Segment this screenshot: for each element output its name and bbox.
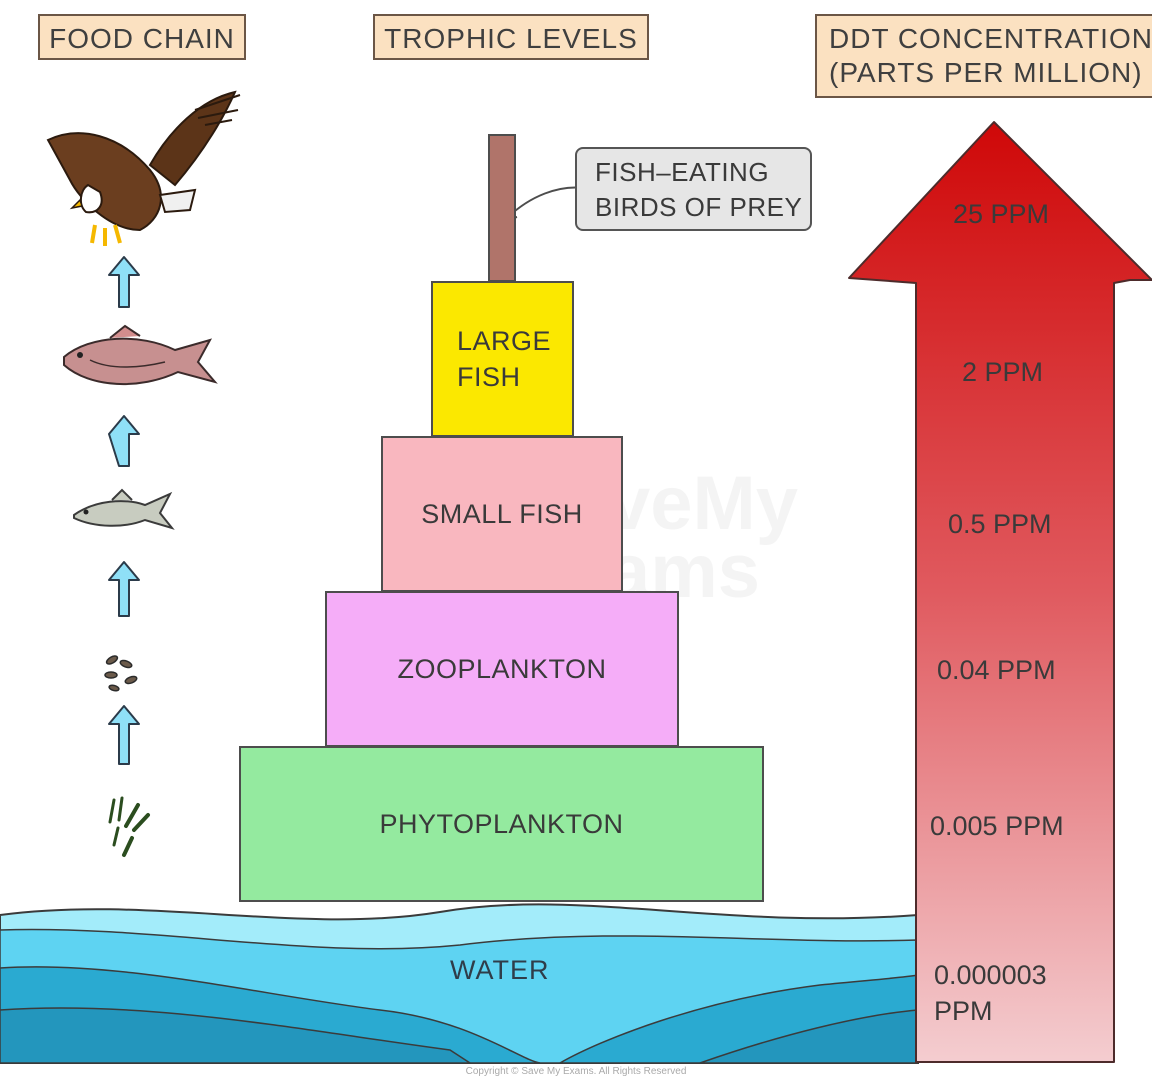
up-arrow-icon — [108, 705, 140, 765]
callout-line1: FISH–EATING — [595, 157, 770, 187]
ddt-level-small-fish: 0.5 PPM — [948, 509, 1052, 539]
ddt-level-birds: 25 PPM — [953, 199, 1050, 229]
tier-phytoplankton: PHYTOPLANKTON — [239, 746, 764, 902]
copyright-notice: Copyright © Save My Exams. All Rights Re… — [465, 1066, 687, 1077]
zooplankton-icon — [104, 655, 138, 692]
ddt-header-line1: DDT CONCENTRATION — [829, 23, 1152, 54]
large-fish-label-line2: FISH — [457, 362, 521, 392]
water — [0, 903, 919, 1064]
up-arrow-icon — [108, 415, 140, 467]
eagle-icon — [46, 90, 241, 246]
small-fish-icon — [73, 488, 175, 530]
up-arrow-icon — [108, 561, 140, 617]
food-chain-arrows — [108, 256, 140, 765]
up-arrow-icon — [108, 256, 140, 308]
tier-large-fish: LARGE FISH — [431, 281, 574, 437]
water-label: WATER — [450, 955, 550, 985]
food-chain-header: FOOD CHAIN — [38, 14, 246, 60]
ddt-concentration-arrow — [848, 121, 1152, 1063]
large-fish-label-line1: LARGE — [457, 325, 552, 356]
large-fish-icon — [63, 324, 218, 386]
trophic-levels-header: TROPHIC LEVELS — [373, 14, 649, 60]
zooplankton-label: ZOOPLANKTON — [397, 653, 607, 684]
small-fish-label: SMALL FISH — [421, 498, 583, 529]
tier-zooplankton: ZOOPLANKTON — [325, 591, 679, 747]
birds-of-prey-callout: FISH–EATING BIRDS OF PREY — [575, 147, 812, 231]
ddt-level-water: 0.000003 PPM — [934, 960, 1047, 1027]
ddt-header-line2: (PARTS PER MILLION) — [829, 56, 1143, 88]
phytoplankton-icon — [108, 796, 150, 857]
callout-line2: BIRDS OF PREY — [595, 192, 803, 223]
tier-birds-of-prey — [488, 134, 516, 282]
callout-pointer — [504, 186, 585, 221]
ddt-level-phytoplankton: 0.005 PPM — [930, 811, 1064, 841]
ddt-level-zooplankton: 0.04 PPM — [937, 655, 1056, 685]
ddt-concentration-header: DDT CONCENTRATION (PARTS PER MILLION) — [815, 14, 1152, 98]
tier-small-fish: SMALL FISH — [381, 436, 623, 592]
phytoplankton-label: PHYTOPLANKTON — [379, 808, 624, 839]
ddt-level-large-fish: 2 PPM — [962, 357, 1044, 387]
